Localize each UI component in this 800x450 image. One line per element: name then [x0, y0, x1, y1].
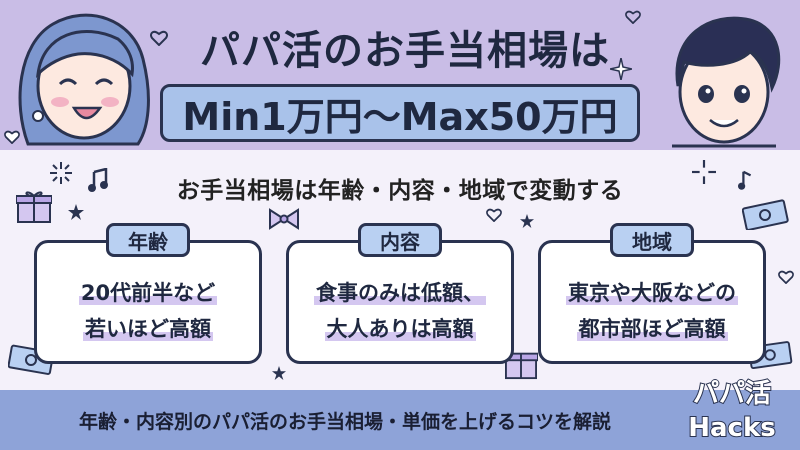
sparkle-icon: [692, 160, 716, 184]
heart-icon: [4, 130, 20, 144]
footer-band: [0, 390, 800, 450]
subtitle: お手当相場は年齢・内容・地域で変動する: [176, 178, 624, 204]
card-region: 地域 東京や大阪などの 都市部ほど高額: [538, 223, 766, 364]
gift-icon: [16, 191, 52, 223]
heart-icon: [625, 10, 641, 24]
star-icon: [520, 214, 534, 228]
sparkle-icon: [610, 58, 632, 80]
card-label: 年齢: [106, 223, 190, 257]
logo-text-line2: Hacks: [688, 413, 775, 443]
music-note-icon: [88, 168, 108, 192]
man-illustration: [672, 16, 781, 148]
price-range-title: Min1万円〜Max50万円: [160, 84, 640, 142]
heart-icon: [150, 30, 168, 46]
money-icon: [742, 199, 789, 230]
footer-caption: 年齢・内容別のパパ活のお手当相場・単価を上げるコツを解説: [78, 410, 611, 433]
card-text-line: 食事のみは低額、: [314, 281, 486, 305]
heart-icon: [778, 270, 794, 284]
sparkle-icon: [50, 162, 72, 184]
card-text-line: 東京や大阪などの: [566, 281, 738, 305]
card-label: 内容: [358, 223, 442, 257]
music-note-icon: [738, 170, 752, 190]
logo-text-line1: パパ活: [693, 379, 771, 409]
heart-icon: [486, 208, 502, 222]
star-icon: [272, 366, 286, 380]
brand-logo: パパ活 Hacks: [687, 378, 776, 444]
card-text-line: 若いほど高額: [83, 317, 213, 341]
gift-icon: [504, 352, 538, 380]
card-age: 年齢 20代前半など 若いほど高額: [34, 223, 262, 364]
card-text-line: 大人ありは高額: [324, 317, 476, 341]
ribbon-icon: [269, 208, 299, 230]
page-title: パパ活のお手当相場は: [200, 28, 610, 74]
card-text-line: 20代前半など: [78, 281, 218, 305]
woman-illustration: [18, 13, 150, 146]
card-content: 内容 食事のみは低額、 大人ありは高額: [286, 223, 514, 364]
card-text-line: 都市部ほど高額: [576, 317, 728, 341]
card-label: 地域: [610, 223, 694, 257]
star-icon: [68, 204, 84, 220]
